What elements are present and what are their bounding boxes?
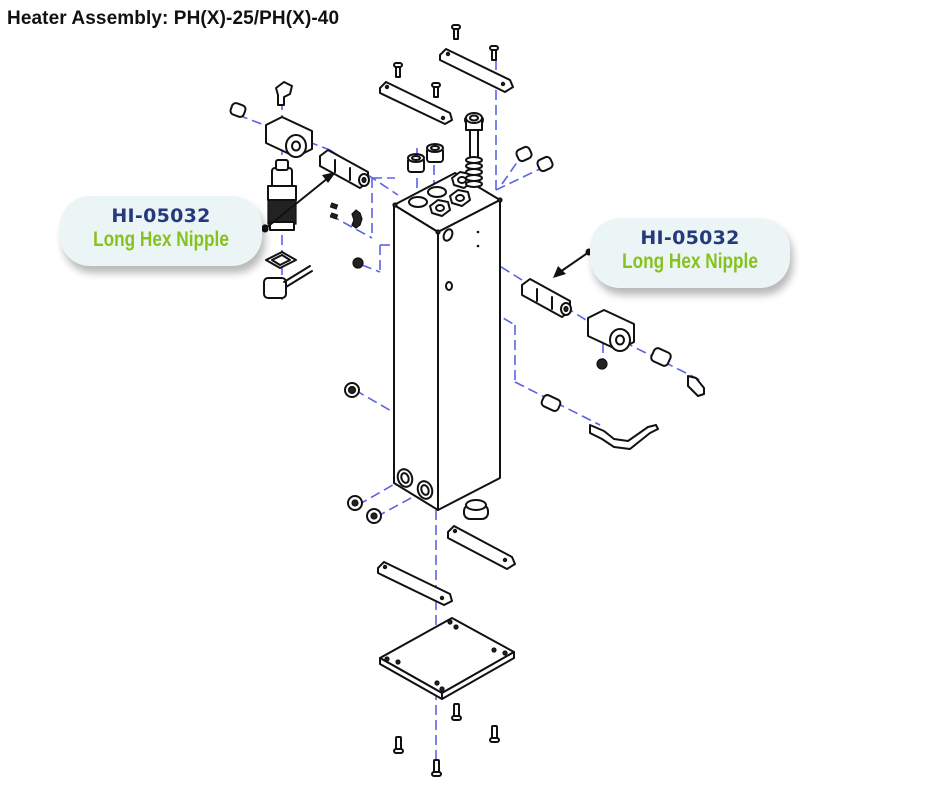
heating-element	[464, 112, 484, 188]
callout-right-description: Long Hex Nipple	[622, 250, 758, 273]
callout-left-description: Long Hex Nipple	[93, 228, 229, 251]
base-plate	[379, 617, 515, 700]
callout-left-part-number: HI-05032	[111, 205, 211, 227]
left-small-parts	[329, 202, 364, 269]
left-long-hex-nipple	[319, 149, 370, 189]
top-brackets	[379, 24, 514, 125]
diagram-title: Heater Assembly: PH(X)-25/PH(X)-40	[7, 8, 340, 29]
top-nuts	[407, 143, 444, 173]
heater-block	[392, 171, 503, 511]
side-plugs	[344, 382, 489, 524]
leader-arrow-left	[261, 172, 336, 233]
bottom-brackets	[377, 525, 516, 606]
top-right-caps	[515, 145, 554, 173]
left-valve-assembly	[229, 81, 313, 299]
callout-right-part-number: HI-05032	[640, 227, 740, 249]
bottom-screws	[393, 703, 500, 777]
leader-arrow-right	[553, 248, 593, 278]
right-long-hex-nipple	[521, 278, 572, 318]
right-fittings	[540, 309, 705, 450]
callout-left: HI-05032 Long Hex Nipple	[60, 196, 262, 266]
callout-right: HI-05032 Long Hex Nipple	[590, 218, 790, 288]
